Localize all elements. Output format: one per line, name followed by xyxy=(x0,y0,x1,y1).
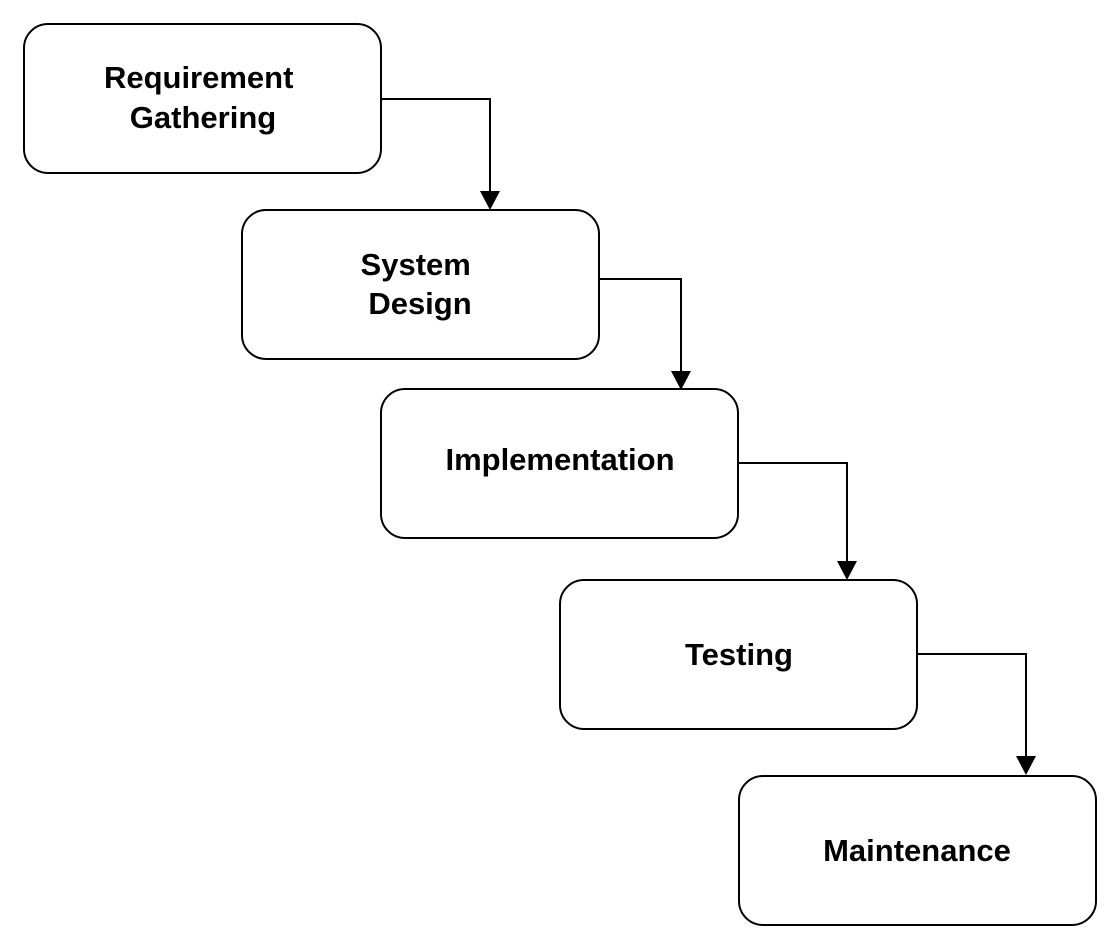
stage-label-line: Testing xyxy=(685,637,793,672)
stage-label: Requirement Gathering xyxy=(104,60,302,135)
arrow-down-icon xyxy=(1016,756,1036,775)
stage-label-line: System xyxy=(361,247,471,282)
stage-system-design: System Design xyxy=(241,209,600,360)
stage-box xyxy=(241,209,600,360)
connector-implementation-to-testing xyxy=(738,462,857,580)
stage-label-line: Design xyxy=(368,286,471,321)
arrow-down-icon xyxy=(671,371,691,390)
stage-box xyxy=(23,23,382,174)
stage-label: System Design xyxy=(361,247,480,321)
stage-label-line: Gathering xyxy=(130,100,276,135)
stage-box xyxy=(559,579,918,730)
stage-maintenance: Maintenance xyxy=(738,775,1097,926)
stage-requirement-gathering: Requirement Gathering xyxy=(23,23,382,174)
connector-design-to-implementation xyxy=(599,278,691,390)
stage-label: Testing xyxy=(685,637,793,672)
stage-label: Maintenance xyxy=(823,833,1011,868)
stage-label-line: Requirement xyxy=(104,60,293,95)
connectors xyxy=(381,98,1036,775)
stage-box xyxy=(738,775,1097,926)
connector-requirement-to-design xyxy=(381,98,500,210)
stage-testing: Testing xyxy=(559,579,918,730)
stage-box xyxy=(380,388,739,539)
connector-testing-to-maintenance xyxy=(917,653,1036,775)
stage-label-line: Maintenance xyxy=(823,833,1011,868)
stage-implementation: Implementation xyxy=(380,388,739,539)
stage-label: Implementation xyxy=(445,442,674,477)
stage-label-line: Implementation xyxy=(445,442,674,477)
arrow-down-icon xyxy=(837,561,857,580)
arrow-down-icon xyxy=(480,191,500,210)
